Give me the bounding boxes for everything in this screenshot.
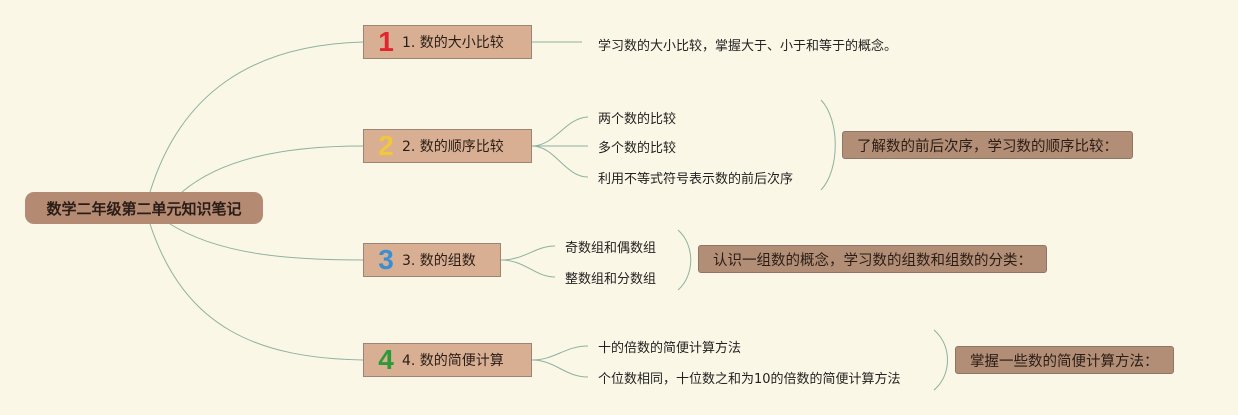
branch-4-summary-bracket	[933, 329, 948, 391]
branch-4-leaf-1-line	[531, 345, 589, 361]
branch-3-leaf-2-line	[500, 259, 556, 278]
branch-3-summary-bracket	[677, 229, 692, 291]
branch-2-leaf-3-text: 利用不等式符号表示数的前后次序	[598, 171, 794, 187]
root-topic[interactable]: 数学二年级第二单元知识笔记	[25, 192, 263, 224]
branch-topic-4[interactable]: 4 4. 数的简便计算	[363, 343, 532, 377]
branch-1-leaf-1[interactable]: 学习数的大小比较，掌握大于、小于和等于的概念。	[598, 34, 897, 54]
branch-3-summary-text: 认识一组数的概念，学习数的组数和组数的分类：	[713, 252, 1032, 269]
branch-4-leaf-1-text: 十的倍数的简便计算方法	[598, 340, 742, 356]
branch-2-summary-bracket	[820, 99, 836, 191]
branch-2-summary[interactable]: 了解数的前后次序，学习数的顺序比较：	[842, 131, 1133, 159]
branch-topic-3-label: 3. 数的组数	[402, 253, 476, 269]
branch-3-leaf-1-text: 奇数组和偶数组	[565, 240, 657, 256]
root-to-branch-1-line	[149, 41, 364, 193]
root-to-branch-2-line	[181, 145, 364, 193]
number-4-icon: 4	[378, 344, 394, 375]
branch-4-summary-text: 掌握一些数的简便计算方法：	[970, 353, 1159, 370]
number-2-icon: 2	[378, 130, 394, 161]
branch-2-leaf-1-line	[531, 116, 589, 147]
branch-2-summary-text: 了解数的前后次序，学习数的顺序比较：	[857, 138, 1118, 155]
branch-2-leaf-2-text: 多个数的比较	[598, 140, 677, 156]
branch-4-leaf-2-text: 个位数相同，十位数之和为10的倍数的简便计算方法	[598, 371, 901, 387]
root-topic-label: 数学二年级第二单元知识笔记	[46, 199, 242, 218]
branch-topic-1-label: 1. 数的大小比较	[402, 35, 504, 51]
branch-topic-2[interactable]: 2 2. 数的顺序比较	[363, 129, 532, 163]
branch-2-leaf-1[interactable]: 两个数的比较	[598, 107, 676, 127]
number-3-icon: 3	[378, 244, 394, 275]
branch-3-leaf-2[interactable]: 整数组和分数组	[565, 267, 656, 287]
number-1-icon: 1	[378, 26, 394, 57]
branch-3-leaf-1-line	[500, 245, 556, 261]
branch-2-leaf-1-text: 两个数的比较	[598, 111, 677, 127]
root-to-branch-3-line	[169, 223, 364, 261]
branch-topic-1[interactable]: 1 1. 数的大小比较	[363, 25, 532, 59]
branch-topic-3[interactable]: 3 3. 数的组数	[363, 243, 501, 277]
branch-topic-2-label: 2. 数的顺序比较	[402, 139, 504, 155]
branch-3-summary[interactable]: 认识一组数的概念，学习数的组数和组数的分类：	[698, 245, 1047, 273]
branch-3-leaf-1[interactable]: 奇数组和偶数组	[565, 236, 656, 256]
branch-4-leaf-2[interactable]: 个位数相同，十位数之和为10的倍数的简便计算方法	[598, 367, 901, 387]
branch-2-leaf-3[interactable]: 利用不等式符号表示数的前后次序	[598, 167, 793, 187]
branch-2-leaf-3-line	[531, 145, 589, 178]
branch-4-leaf-2-line	[531, 359, 589, 378]
branch-topic-4-label: 4. 数的简便计算	[402, 353, 504, 369]
branch-3-leaf-2-text: 整数组和分数组	[565, 271, 657, 287]
root-to-branch-4-line	[149, 223, 364, 361]
branch-1-leaf-1-text: 学习数的大小比较，掌握大于、小于和等于的概念。	[598, 38, 898, 54]
branch-2-leaf-2[interactable]: 多个数的比较	[598, 136, 676, 156]
branch-4-leaf-1[interactable]: 十的倍数的简便计算方法	[598, 336, 741, 356]
branch-4-summary[interactable]: 掌握一些数的简便计算方法：	[955, 346, 1174, 374]
